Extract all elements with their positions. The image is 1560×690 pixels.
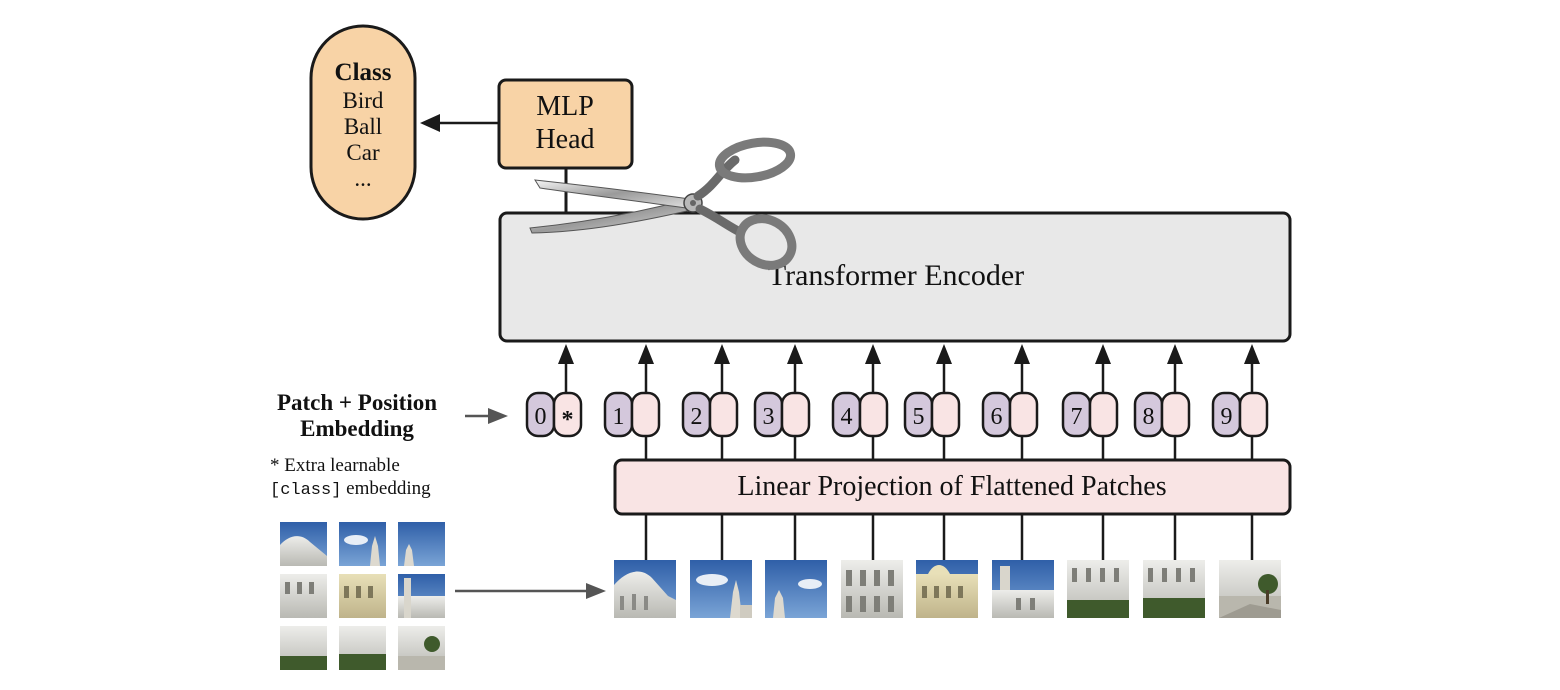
transformer-encoder-label: Transformer Encoder	[768, 259, 1024, 292]
patch-image-3	[765, 560, 827, 618]
embedding-tokens: 0 * 1 2 3 4 5	[525, 391, 1269, 438]
class-token-symbol: *	[562, 407, 574, 433]
token-5-position: 5	[913, 404, 925, 430]
class-embedding-note: * Extra learnable [class] embedding	[270, 455, 431, 500]
token-6-position: 6	[991, 404, 1003, 430]
token-4: 4	[831, 391, 889, 438]
token-9-position: 9	[1221, 404, 1233, 430]
token-1-position: 1	[613, 404, 625, 430]
mlp-head-box: MLP Head	[497, 78, 634, 170]
token-8-position: 8	[1143, 404, 1155, 430]
patch-image-5	[916, 560, 978, 618]
patch-image-2	[690, 560, 752, 618]
arrow-grid-to-patches	[455, 583, 606, 599]
patch-image-7	[1067, 560, 1129, 618]
token-8: 8	[1133, 391, 1191, 438]
class-output-box: Class Bird Ball Car ...	[309, 24, 417, 221]
note-line2: [class] embedding	[270, 478, 431, 500]
embedding-label-line1: Patch + Position	[277, 390, 437, 415]
token-0: 0 *	[525, 391, 583, 438]
mlp-head-line2: Head	[535, 124, 594, 155]
note-code: [class]	[270, 481, 341, 500]
image-patch-grid	[280, 522, 445, 670]
note-suffix: embedding	[341, 478, 431, 499]
token-6: 6	[981, 391, 1039, 438]
class-item-car: Car	[346, 140, 380, 165]
token-3-position: 3	[763, 404, 775, 430]
patch-image-9	[1219, 560, 1281, 618]
token-7: 7	[1061, 391, 1119, 438]
arrow-mlp-to-class	[420, 114, 498, 132]
patch-image-6	[992, 560, 1054, 618]
projection-to-token-lines	[644, 436, 1254, 460]
token-3: 3	[753, 391, 811, 438]
patch-to-projection-lines	[644, 514, 1254, 560]
class-title: Class	[335, 59, 392, 86]
note-line1: * Extra learnable	[270, 455, 400, 476]
token-2-position: 2	[691, 404, 703, 430]
patch-image-8	[1143, 560, 1205, 618]
arrow-embedding-label	[465, 408, 508, 424]
token-2: 2	[681, 391, 739, 438]
patch-image-4	[841, 560, 903, 618]
class-item-ellipsis: ...	[354, 166, 371, 191]
class-item-ball: Ball	[344, 114, 382, 139]
linear-projection-box: Linear Projection of Flattened Patches	[613, 458, 1292, 516]
token-arrows	[558, 344, 1260, 393]
patch-image-1	[614, 560, 676, 618]
transformer-encoder-box: Transformer Encoder	[498, 211, 1292, 343]
mlp-head-line1: MLP	[536, 91, 594, 122]
token-0-position: 0	[535, 404, 547, 430]
embedding-label: Patch + Position Embedding	[277, 390, 437, 441]
linear-projection-label: Linear Projection of Flattened Patches	[737, 471, 1166, 502]
embedding-label-line2: Embedding	[300, 416, 414, 441]
token-9: 9	[1211, 391, 1269, 438]
token-7-position: 7	[1071, 404, 1083, 430]
flattened-patch-row	[614, 560, 1281, 618]
scissors-icon	[529, 137, 797, 270]
token-4-position: 4	[841, 404, 853, 430]
token-5: 5	[903, 391, 961, 438]
token-1: 1	[603, 391, 661, 438]
class-item-bird: Bird	[343, 88, 384, 113]
